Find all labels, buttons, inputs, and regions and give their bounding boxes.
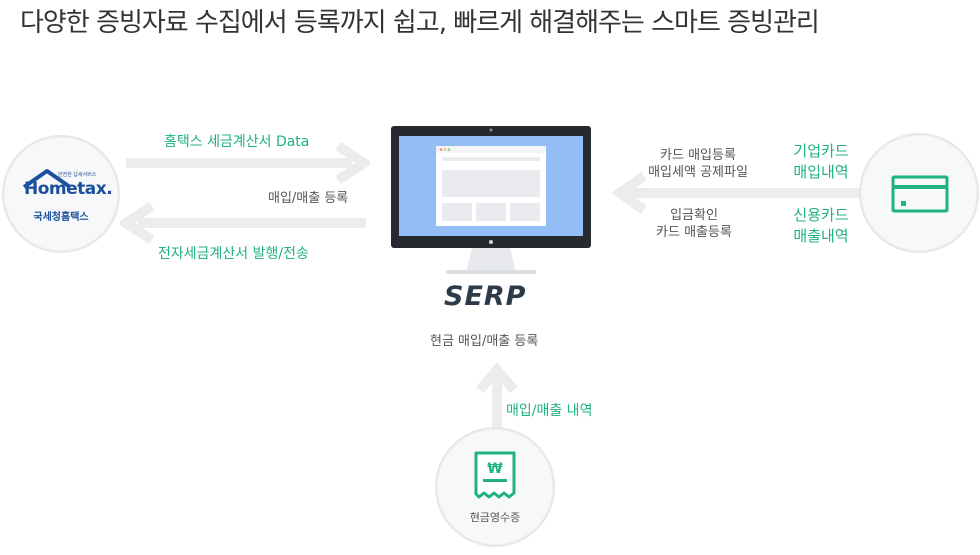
corporate-card-label: 기업카드 매입내역 [784, 141, 858, 183]
arrow-left-head [120, 201, 155, 245]
deposit-confirm-line1: 입금확인 [670, 208, 718, 223]
arrow-up-shaft [492, 374, 502, 430]
purchase-sales-register-label: 매입/매출 등록 [268, 191, 349, 206]
house-roof-icon [22, 169, 72, 189]
hometax-tagline: 안전한 납세서비스 [58, 172, 97, 178]
card-purchase-register-line1: 카드 매입등록 [660, 148, 736, 163]
arrow-right-head [335, 141, 370, 185]
arrow-up-head [476, 362, 518, 394]
credit-card-label: 신용카드 매출내역 [784, 205, 858, 247]
serp-logo: SERP [444, 281, 527, 312]
e-tax-invoice-label: 전자세금계산서 발행/전송 [158, 246, 309, 262]
receipt-icon: ₩ [474, 451, 516, 499]
credit-card-icon [891, 175, 949, 213]
right-arrow [612, 171, 862, 215]
arrow-left-shaft [138, 218, 366, 228]
arrow-left-head-right [612, 171, 647, 215]
arrow-right-shaft [126, 158, 352, 168]
receipt-circle: ₩ 현금영수증 [435, 427, 555, 547]
card-circle [859, 133, 979, 253]
deposit-confirm-line2: 카드 매출등록 [656, 225, 732, 240]
monitor [390, 126, 592, 276]
corporate-card-line2: 매입내역 [793, 163, 849, 181]
purchase-sales-history-label: 매입/매출 내역 [506, 403, 593, 419]
hometax-logo-text: Hometax. [24, 179, 113, 199]
deposit-confirm-label: 입금확인 카드 매출등록 [640, 207, 748, 241]
hometax-caption: 국세청홈택스 [33, 212, 89, 223]
credit-card-line2: 매출내역 [793, 227, 849, 245]
cash-register-caption: 현금 매입/매출 등록 [430, 334, 539, 349]
card-purchase-register-line2: 매입세액 공제파일 [648, 165, 748, 180]
credit-card-line1: 신용카드 [793, 206, 849, 224]
hometax-circle: 안전한 납세서비스 Hometax. 국세청홈택스 [2, 135, 120, 253]
card-purchase-register-label: 카드 매입등록 매입세액 공제파일 [644, 147, 752, 181]
svg-text:₩: ₩ [487, 461, 503, 477]
up-arrow [476, 362, 518, 430]
cash-receipt-caption: 현금영수증 [469, 511, 521, 524]
corporate-card-line1: 기업카드 [793, 142, 849, 160]
page-headline: 다양한 증빙자료 수집에서 등록까지 쉽고, 빠르게 해결해주는 스마트 증빙관… [20, 8, 820, 38]
arrow-left-shaft-right [624, 188, 862, 198]
monitor-icon [391, 126, 591, 274]
hometax-data-label: 홈택스 세금계산서 Data [164, 134, 310, 150]
left-arrows [120, 141, 370, 245]
